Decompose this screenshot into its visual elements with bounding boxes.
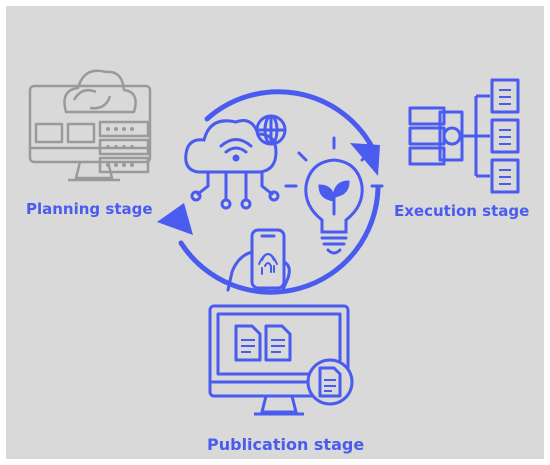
execution-stage-label: Execution stage (394, 202, 530, 220)
publication-stage-label: Publication stage (207, 435, 365, 454)
lightbulb-plant-icon (284, 136, 384, 255)
server-hierarchy-icon (408, 78, 520, 194)
planning-stage-label: Planning stage (26, 200, 153, 218)
cycle-arrows-icon (157, 89, 381, 295)
cloud-sync-server-icon (28, 69, 152, 182)
monitor-documents-icon (208, 304, 354, 416)
fingerprint-phone-icon (226, 228, 291, 294)
cloud-network-globe-icon (184, 114, 287, 210)
